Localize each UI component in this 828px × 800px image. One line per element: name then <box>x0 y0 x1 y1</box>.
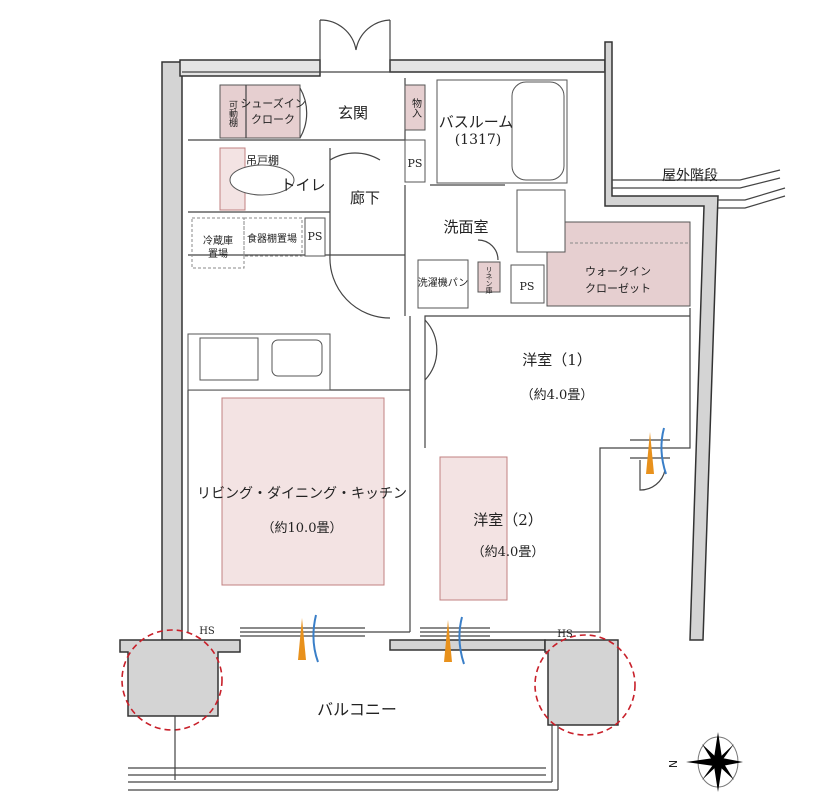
western-2-rug <box>439 456 508 601</box>
label-linen: リネン庫 <box>485 266 493 295</box>
label-storage: 物入 <box>410 97 422 118</box>
sink <box>271 339 323 377</box>
label-ps-1: PS <box>408 157 423 170</box>
shoe-closet <box>219 84 301 139</box>
label-ps-2: PS <box>308 230 323 243</box>
dish-shelf-space <box>243 217 303 257</box>
compass-rose-icon <box>686 732 743 792</box>
label-wic-2: クローゼット <box>585 282 651 295</box>
label-bathroom: バスルーム <box>439 113 514 131</box>
balcony-column-left <box>119 639 241 717</box>
label-hanging-shelf: 吊戸棚 <box>246 153 279 167</box>
right-wall <box>604 41 719 641</box>
label-movable-shelf: 可動棚 <box>227 100 238 128</box>
top-wall-left <box>179 59 321 77</box>
balcony-railing <box>128 716 559 791</box>
outdoor-stairs <box>612 169 786 209</box>
label-ldk: リビング・ダイニング・キッチン <box>197 486 407 502</box>
label-hs-right: HS <box>557 629 573 640</box>
label-western-1-size: （約4.0畳） <box>521 388 594 403</box>
label-outdoor-stairs: 屋外階段 <box>662 168 718 184</box>
label-ps-3: PS <box>520 280 535 293</box>
toilet-bowl <box>229 164 295 196</box>
label-shoe-closet-2: クローク <box>251 113 295 126</box>
column-marker-left <box>121 629 223 731</box>
label-western-2-size: （約4.0畳） <box>472 545 545 560</box>
label-wic-1: ウォークイン <box>585 265 651 278</box>
label-washer-pan: 洗濯機パン <box>418 276 469 289</box>
label-balcony: バルコニー <box>317 700 397 719</box>
label-fridge-1: 冷蔵庫 <box>203 234 233 247</box>
label-dish-shelf: 食器棚置場 <box>247 232 297 245</box>
label-entrance: 玄関 <box>338 104 368 122</box>
left-wall <box>161 61 183 641</box>
washer-pan <box>417 259 469 309</box>
label-ldk-size: （約10.0畳） <box>262 521 343 536</box>
label-bathroom-size: (1317) <box>455 132 502 148</box>
label-shoe-closet-1: シューズイン <box>240 96 305 110</box>
label-western-1: 洋室（1） <box>522 351 592 369</box>
label-toilet: トイレ <box>280 176 325 194</box>
ps-shaft-1 <box>404 139 426 183</box>
ldk-rug <box>221 397 385 586</box>
balcony-wall-mid <box>389 639 546 651</box>
heater-icon <box>298 427 667 665</box>
ps-shaft-2 <box>304 217 326 257</box>
label-western-2: 洋室（2） <box>473 511 543 529</box>
label-hs-left: HS <box>199 626 215 637</box>
label-fridge-2: 置場 <box>208 247 228 260</box>
label-washroom: 洗面室 <box>443 218 488 236</box>
walk-in-closet <box>546 221 691 307</box>
compass-north-label: N <box>667 760 680 768</box>
vanity <box>516 189 566 253</box>
front-door[interactable] <box>319 19 391 62</box>
column-marker-right <box>534 634 636 736</box>
top-wall-right <box>389 59 606 73</box>
bathtub <box>511 81 565 181</box>
stove <box>199 337 259 381</box>
storage-closet <box>404 84 426 131</box>
linen-closet <box>477 261 501 293</box>
label-hallway: 廊下 <box>350 189 380 207</box>
balcony-column-right <box>544 639 619 726</box>
ps-shaft-3 <box>510 264 545 304</box>
